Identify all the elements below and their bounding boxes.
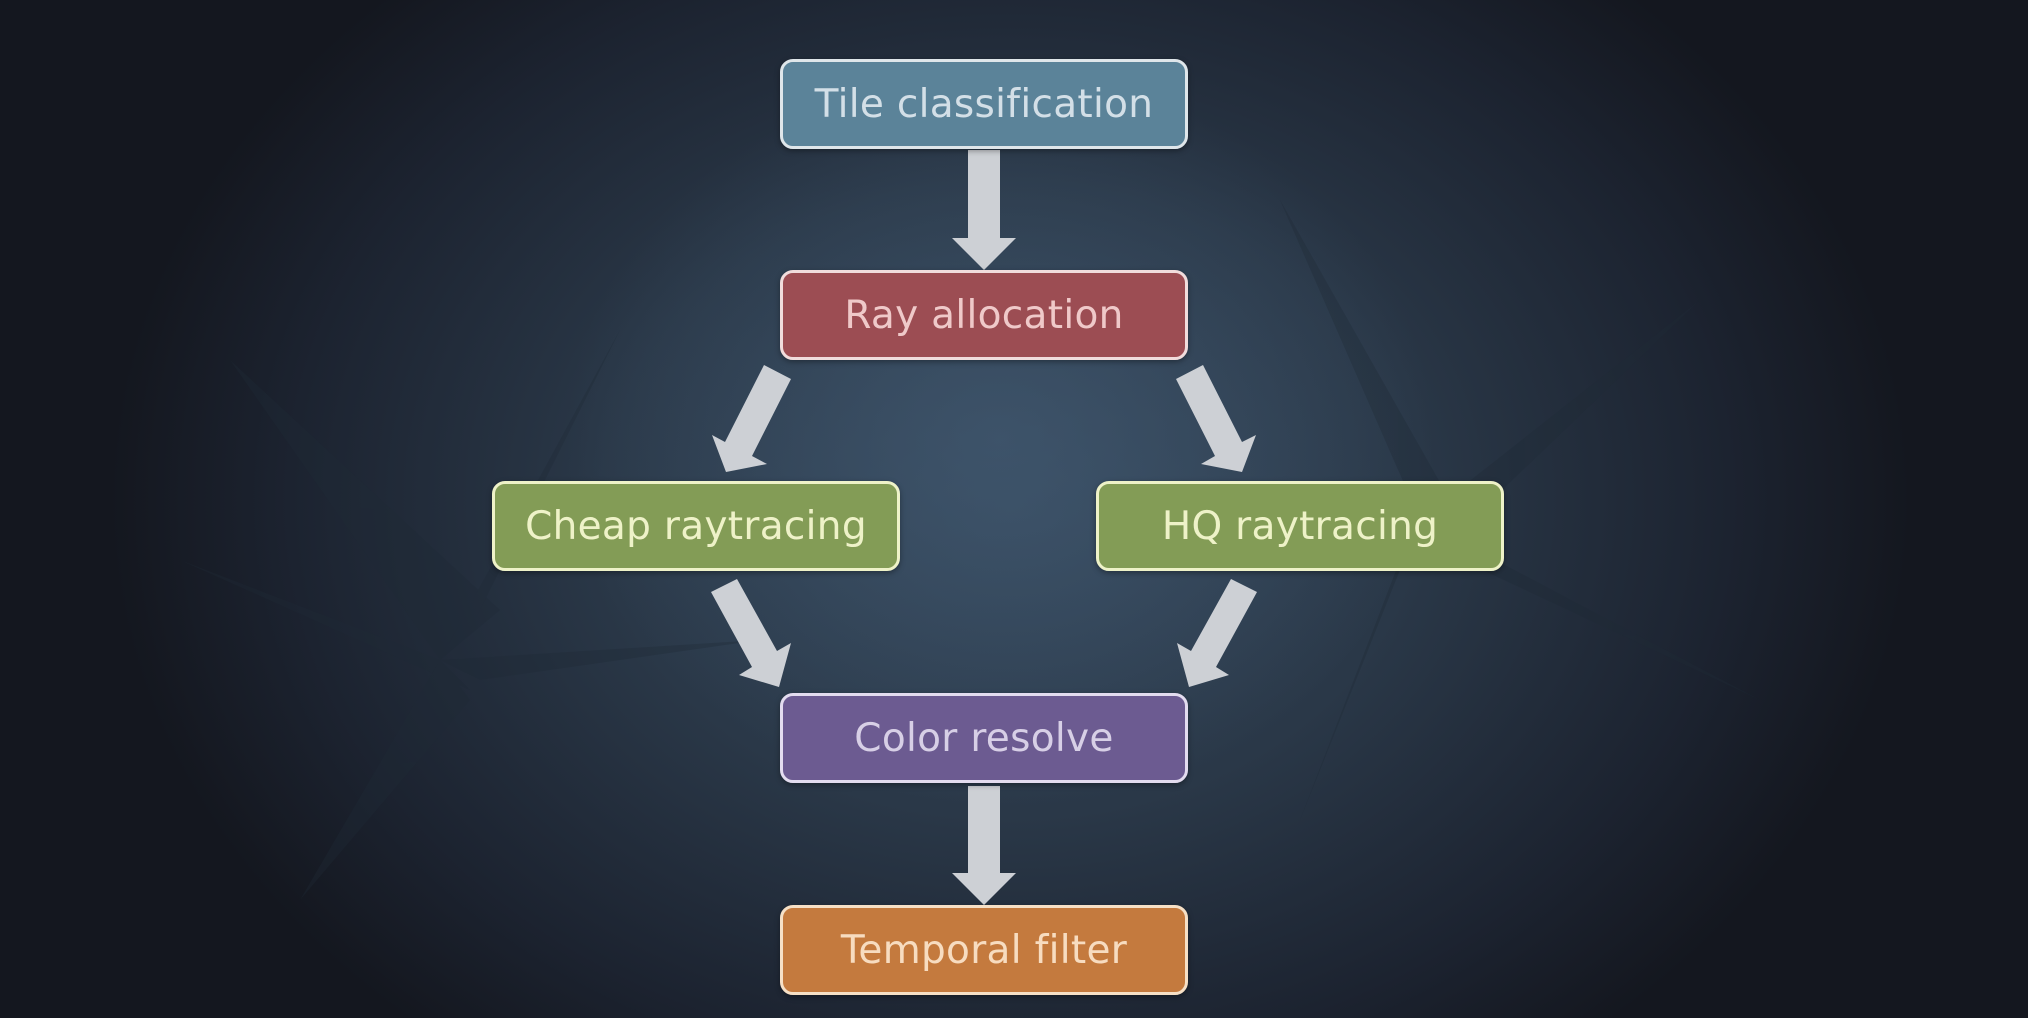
node-ray-allocation: Ray allocation <box>780 270 1188 360</box>
node-hq-raytracing: HQ raytracing <box>1096 481 1504 571</box>
node-label: HQ raytracing <box>1161 503 1439 549</box>
node-label: Color resolve <box>854 715 1114 761</box>
node-label: Temporal filter <box>840 927 1128 973</box>
node-label: Ray allocation <box>844 292 1124 338</box>
node-cheap-raytracing: Cheap raytracing <box>492 481 900 571</box>
node-color-resolve: Color resolve <box>780 693 1188 783</box>
node-label: Tile classification <box>814 81 1154 127</box>
node-label: Cheap raytracing <box>525 503 867 549</box>
node-temporal-filter: Temporal filter <box>780 905 1188 995</box>
node-tile-classification: Tile classification <box>780 59 1188 149</box>
